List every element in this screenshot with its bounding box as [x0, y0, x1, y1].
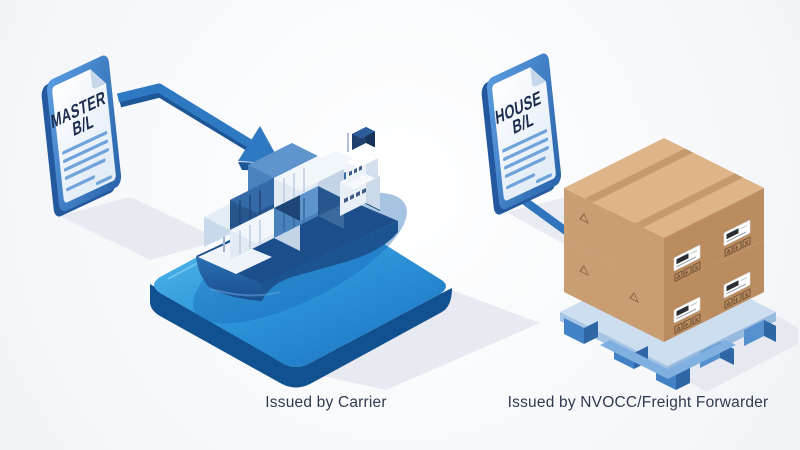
master-bl-document: MASTER B/L [41, 55, 122, 217]
arrow-to-ship-icon [116, 83, 281, 171]
caption-issued-by-nvocc: Issued by NVOCC/Freight Forwarder [507, 394, 769, 411]
recycle-marks [579, 212, 639, 303]
house-doc-text-lines [502, 129, 552, 190]
house-doc-title-line2: B/L [512, 109, 535, 139]
caption-issued-by-carrier: Issued by Carrier [265, 394, 387, 411]
master-doc-text-lines [62, 131, 112, 192]
cargo-boxes [564, 138, 764, 342]
container-ship [193, 127, 407, 324]
ship-superstructure [340, 127, 380, 216]
master-doc-title-line2: B/L [72, 111, 95, 141]
house-bl-document: HOUSE B/L [481, 53, 562, 215]
